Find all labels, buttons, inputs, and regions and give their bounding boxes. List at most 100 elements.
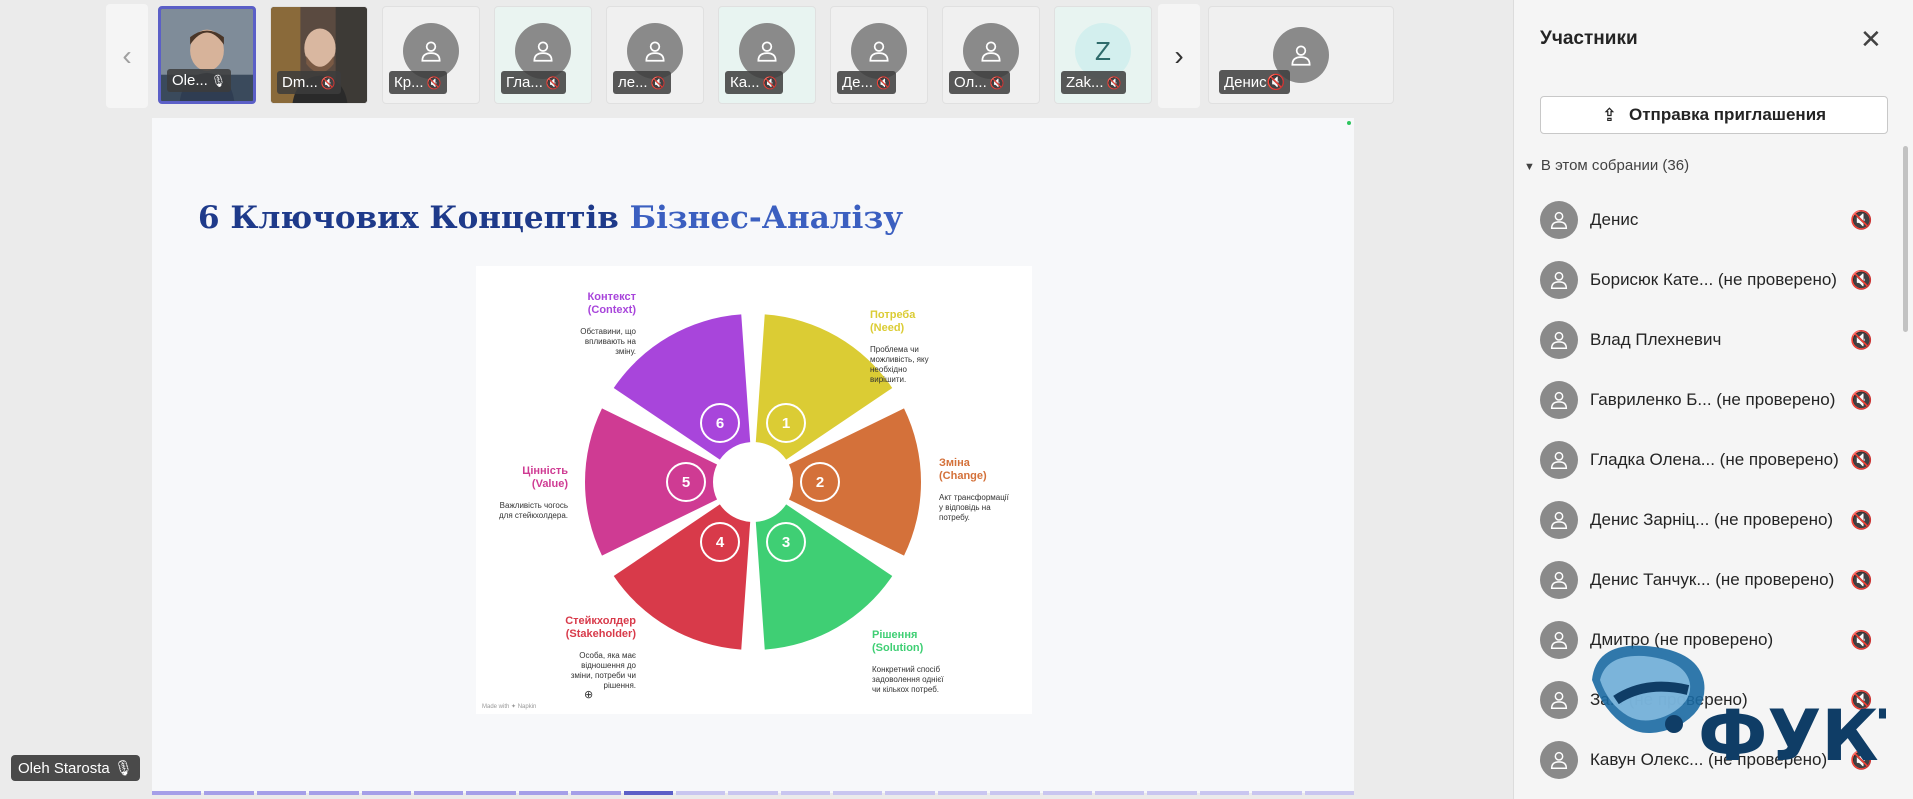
mic-off-icon: 🔇 [650, 76, 666, 90]
person-icon [1540, 501, 1578, 539]
participant-name: Денис [1590, 210, 1639, 229]
mic-off-icon: 🔇 [876, 76, 891, 90]
segment-description: вирішити. [870, 375, 906, 384]
segment-number: 2 [816, 474, 824, 491]
participant-row[interactable]: Кавун Олекс... (не проверено)🔇 [1514, 730, 1904, 790]
mic-off-icon[interactable]: 🔇 [1850, 329, 1873, 350]
segment-number-badge [800, 462, 840, 502]
mic-off-icon: 🔇 [1106, 76, 1122, 90]
mic-off-icon[interactable]: 🔇 [1850, 449, 1873, 470]
video-tile-dm[interactable]: Dm...🔇 [270, 6, 368, 104]
segment-number: 1 [782, 415, 790, 432]
segment-description: Акт трансформації [939, 493, 1010, 502]
svg-text:ФУКТ: ФУКТ [1698, 695, 1886, 774]
made-with-credit: Made with ✦ Napkin [482, 703, 536, 710]
close-icon[interactable]: ✕ [1860, 24, 1882, 54]
in-meeting-section-toggle[interactable]: ▼В этом собрании (36) [1524, 157, 1690, 174]
participant-name: Дмитро (не проверено) [1590, 630, 1774, 649]
segment-description: чи кількох потреб. [872, 685, 939, 694]
mic-off-icon[interactable]: 🔇 [1850, 269, 1873, 290]
mic-off-icon[interactable]: 🔇 [1850, 509, 1873, 530]
tile-name-label: Де...🔇 [837, 71, 896, 94]
tile-name-label: Ка...🔇 [725, 71, 783, 94]
zoom-icon[interactable]: ⊕ [584, 689, 593, 701]
segment-title: Цінність [522, 465, 568, 477]
mic-off-icon: 🔇 [1266, 74, 1286, 91]
participant-tile[interactable]: Z Zak...🔇 [1054, 6, 1152, 104]
mic-off-icon[interactable]: 🔇 [1850, 389, 1873, 410]
watermark-logo: ФУКТ [1592, 645, 1886, 774]
mic-off-icon[interactable]: 🔇 [1850, 209, 1873, 230]
participant-row[interactable]: Влад Плехневич🔇 [1514, 310, 1904, 370]
participant-row[interactable]: Гладка Олена... (не проверено) 🔇 [1514, 430, 1904, 490]
participant-row[interactable]: Денис 🔇 [1514, 190, 1904, 250]
segment-description: необхідно [870, 365, 907, 374]
segment-description: Важливість чогось [500, 501, 568, 510]
participant-name: Гладка Олена... (не проверено) [1590, 450, 1839, 469]
segment-number-badge [766, 522, 806, 562]
person-icon [1540, 441, 1578, 479]
participant-row[interactable]: Дмитро (не проверено) 🔇 [1514, 610, 1904, 670]
segment-subtitle: (Change) [939, 470, 987, 482]
participant-tile[interactable]: Ол...🔇 [942, 6, 1040, 104]
participant-name: Денис Танчук... (не проверено) [1590, 570, 1835, 589]
participant-name: Денис Зарніц... (не проверено) [1590, 510, 1834, 529]
gallery-next-button[interactable]: › [1158, 4, 1200, 108]
participant-row[interactable]: Денис Зарніц... (не проверено) 🔇 [1514, 490, 1904, 550]
segment-description: рішення. [604, 681, 636, 690]
participant-row[interactable]: Денис Танчук... (не проверено) 🔇 [1514, 550, 1904, 610]
tile-name-label: Гла...🔇 [501, 71, 566, 94]
segment-number-badge [700, 522, 740, 562]
tile-name-label: Ole...🎙 [167, 69, 232, 92]
segment-description: Обставини, що [580, 327, 636, 336]
segment-subtitle: (Stakeholder) [566, 628, 637, 640]
tile-name-label: Кр...🔇 [389, 71, 447, 94]
participants-panel: Участники ✕ ⇪ Отправка приглашения ▼В эт… [1513, 0, 1913, 799]
scrollbar[interactable] [1903, 146, 1908, 332]
segment-subtitle: (Context) [588, 304, 637, 316]
person-icon [1540, 681, 1578, 719]
participant-row[interactable]: Гавриленко Б... (не проверено)🔇 [1514, 370, 1904, 430]
gallery-prev-button[interactable]: ‹ [106, 4, 148, 108]
person-icon [1540, 201, 1578, 239]
participant-tile[interactable]: Гла...🔇 [494, 6, 592, 104]
segment-number: 4 [716, 534, 725, 551]
segment-description: можливість, яку [870, 355, 929, 364]
mic-off-icon[interactable]: 🔇 [1850, 569, 1873, 590]
video-tile-oleh[interactable]: Ole...🎙 [158, 6, 256, 104]
participant-tile[interactable]: Де...🔇 [830, 6, 928, 104]
mic-off-icon[interactable]: 🔇 [1850, 689, 1873, 710]
person-icon [851, 23, 907, 80]
person-icon [1540, 261, 1578, 299]
send-invite-button[interactable]: ⇪ Отправка приглашения [1540, 96, 1888, 134]
person-icon [1540, 561, 1578, 599]
tile-name-label: Ол...🔇 [949, 71, 1010, 94]
segment-description: у відповідь на [939, 503, 991, 512]
segment-description: зміну. [615, 347, 636, 356]
segment-title: Стейкхолдер [565, 615, 636, 627]
slide-title: 6 Ключових Концептів Бізнес-Аналізу [198, 200, 904, 236]
participant-tile[interactable]: Ка...🔇 [718, 6, 816, 104]
person-icon [1540, 621, 1578, 659]
mic-off-icon[interactable]: 🔇 [1850, 629, 1873, 650]
segment-number: 3 [782, 534, 790, 551]
segment-number: 6 [716, 415, 724, 432]
participant-tile-denys[interactable]: Денис🔇 [1208, 6, 1394, 104]
slide-progress-bar [152, 791, 1354, 795]
participant-row[interactable]: Борисюк Кате... (не проверено)🔇 [1514, 250, 1904, 310]
segment-subtitle: (Value) [532, 478, 568, 490]
segment-description: Конкретний спосіб [872, 665, 940, 674]
shared-slide: 6 Ключових Концептів Бізнес-Аналізу 1 Пот… [152, 118, 1354, 793]
person-icon [627, 23, 683, 80]
segment-subtitle: (Solution) [872, 642, 924, 654]
mic-off-icon[interactable]: 🔇 [1850, 749, 1873, 770]
segment-description: для стейкхолдера. [499, 511, 568, 520]
mic-icon: 🎙 [210, 74, 227, 88]
segment-title: Потреба [870, 309, 916, 321]
participant-tile[interactable]: ле...🔇 [606, 6, 704, 104]
person-icon [963, 23, 1019, 80]
mic-off-icon: 🔇 [320, 76, 336, 90]
participant-tile[interactable]: Кр...🔇 [382, 6, 480, 104]
segment-description: Проблема чи [870, 345, 919, 354]
